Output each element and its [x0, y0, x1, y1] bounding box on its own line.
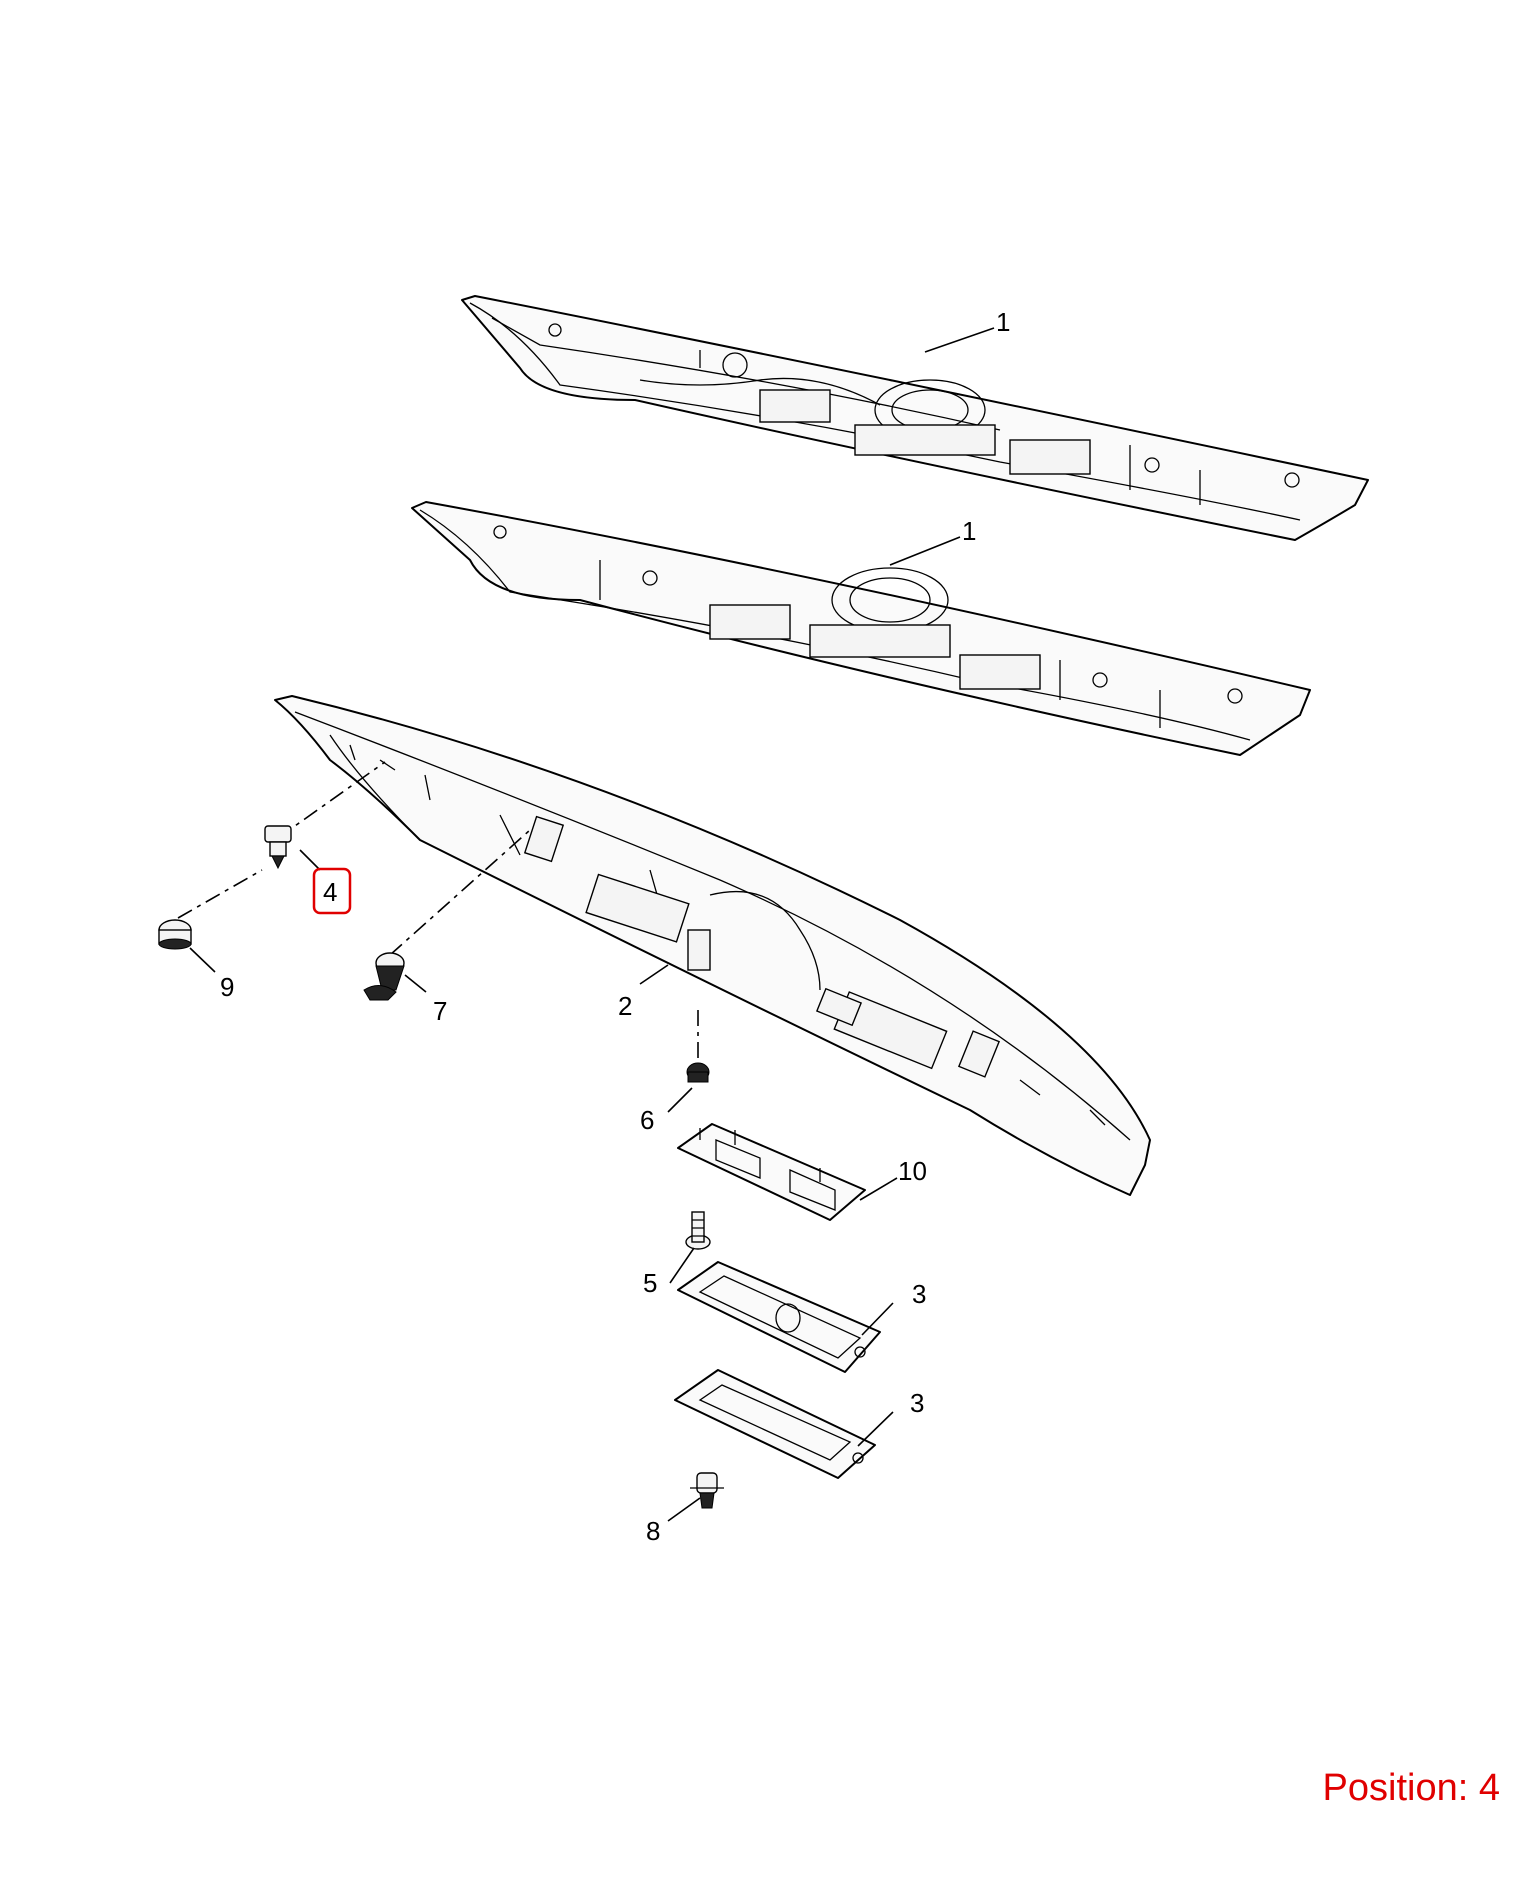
position-label: Position: 4 [1322, 1767, 1500, 1809]
lens-part-3b [674, 1369, 876, 1479]
leader-lines [189, 327, 995, 1522]
callout-3-lower: 3 [910, 1388, 924, 1418]
callout-9: 9 [220, 972, 234, 1002]
callout-4: 4 [323, 877, 337, 907]
callout-6: 6 [640, 1105, 654, 1135]
callout-3-upper: 3 [912, 1279, 926, 1309]
garnish-main [274, 695, 1151, 1196]
callout-4-highlight-box [312, 867, 352, 915]
callout-1-upper: 1 [996, 307, 1010, 337]
clip-part-8 [690, 1472, 724, 1509]
callout-2: 2 [618, 991, 632, 1021]
callout-7: 7 [433, 996, 447, 1026]
screw-part-5 [685, 1211, 711, 1250]
callout-1-lower: 1 [962, 516, 976, 546]
trim-panel-upper [461, 295, 1369, 541]
clip-part-4 [264, 825, 292, 870]
callout-5: 5 [643, 1268, 657, 1298]
callout-10: 10 [898, 1156, 927, 1186]
alignment-line-4 [277, 761, 386, 839]
trim-panel-lower [411, 501, 1311, 756]
nut-part-6 [686, 1062, 710, 1083]
lamp-housing-part-3a [677, 1261, 881, 1373]
callout-8: 8 [646, 1516, 660, 1546]
lamp-bracket-part-10 [677, 1123, 866, 1221]
nut-part-9 [158, 919, 192, 950]
alignment-line-9 [177, 869, 263, 919]
push-clip-part-7 [363, 952, 405, 1001]
